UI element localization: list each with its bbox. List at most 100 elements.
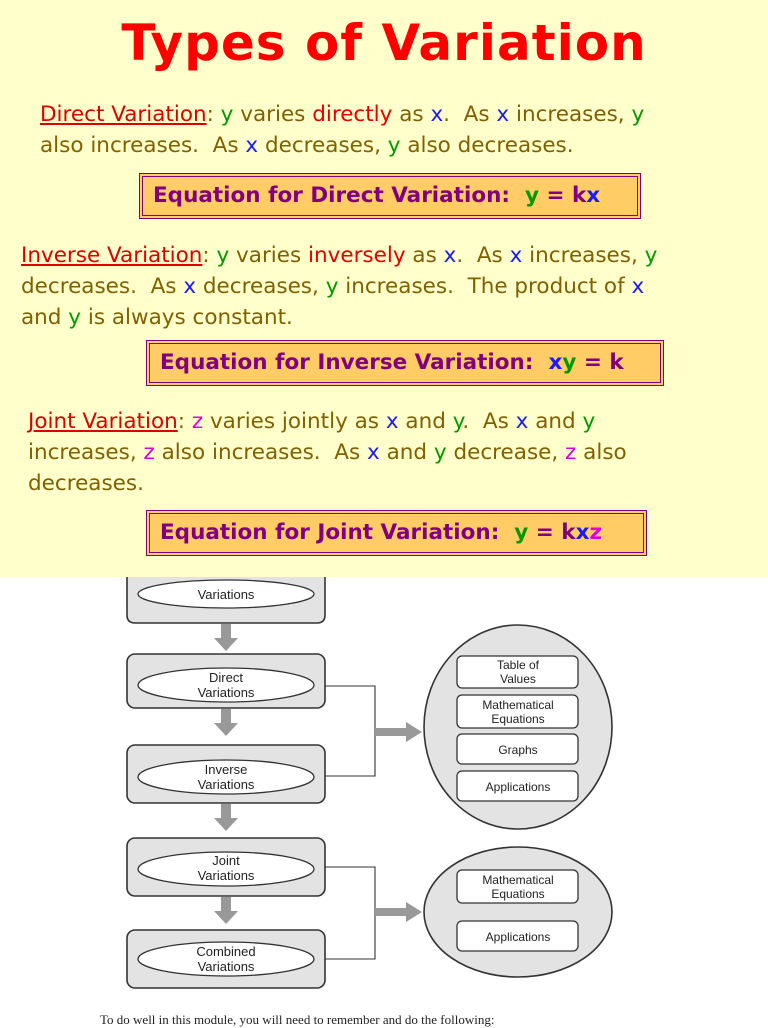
text-segment: x	[183, 274, 197, 299]
text-segment: y	[325, 274, 339, 299]
text-segment: x	[430, 102, 444, 127]
flow-step-label: Variations	[198, 685, 255, 700]
text-segment: y	[631, 102, 645, 127]
text-segment: also decreases.	[400, 133, 574, 158]
topic-label: Mathematical	[482, 873, 553, 887]
text-segment: y	[216, 243, 230, 268]
text-segment: Equation for Inverse Variation:	[160, 350, 549, 375]
flow-step-label: Joint	[212, 853, 240, 868]
connector-group-2	[325, 866, 422, 960]
flow-step-variations: Variations	[126, 577, 326, 624]
down-arrow-icon	[214, 624, 238, 651]
text-segment: Equation for Joint Variation:	[160, 520, 515, 545]
text-segment: decrease,	[446, 440, 566, 465]
inverse-line-1: Inverse Variation: y varies inversely as…	[21, 240, 657, 271]
topics-group-1: Table of Values Mathematical Equations G…	[423, 624, 613, 830]
text-segment: increases. The product of	[338, 274, 632, 299]
text-segment: also increases. As	[154, 440, 368, 465]
text-segment: decreases,	[258, 133, 388, 158]
variation-slide: Types of Variation Direct Variation: y v…	[0, 0, 768, 577]
text-segment: z	[143, 440, 155, 465]
connector-group-1	[325, 685, 422, 777]
down-arrow-icon	[214, 709, 238, 736]
flow-step-direct: Direct Variations	[126, 653, 326, 709]
flow-step-label: Variations	[198, 868, 255, 883]
text-segment: is always constant.	[81, 305, 293, 330]
joint-variation-definition: Joint Variation: z varies jointly as x a…	[28, 406, 627, 499]
variation-term: Direct Variation	[40, 102, 207, 127]
topic-label: Mathematical	[482, 698, 553, 712]
inverse-variation-equation: Equation for Inverse Variation: xy = k	[146, 340, 664, 386]
flow-step-label: Variations	[198, 587, 255, 602]
variation-flowchart: Variations Direct Variations Inverse Var…	[126, 577, 613, 989]
direct-variation-definition: Direct Variation: y varies directly as x…	[40, 99, 644, 161]
text-segment: y	[452, 409, 463, 434]
text-segment: decreases,	[196, 274, 326, 299]
text-segment: inversely	[308, 243, 406, 268]
text-segment: and	[21, 305, 69, 330]
flow-step-label: Variations	[198, 777, 255, 792]
text-segment: as	[405, 243, 444, 268]
topics-group-2: Mathematical Equations Applications	[423, 846, 613, 978]
text-segment: y	[582, 409, 596, 434]
text-segment: . As	[462, 409, 516, 434]
topic-box: Applications	[456, 770, 579, 802]
text-segment: y	[68, 305, 82, 330]
text-segment: increases,	[28, 440, 144, 465]
topic-label: Applications	[486, 930, 551, 944]
inverse-line-2: decreases. As x decreases, y increases. …	[21, 271, 657, 302]
topic-label: Equations	[491, 887, 544, 901]
direct-variation-equation: Equation for Direct Variation: y = kx	[139, 173, 641, 219]
text-segment: and	[398, 409, 453, 434]
text-segment: x	[496, 102, 510, 127]
flow-step-joint: Joint Variations	[126, 837, 326, 897]
text-segment: :	[177, 409, 192, 434]
joint-variation-equation: Equation for Joint Variation: y = kxz	[146, 510, 647, 556]
text-segment: z	[565, 440, 577, 465]
text-segment: x	[367, 440, 380, 465]
topic-label: Equations	[491, 712, 544, 726]
text-segment: x	[509, 243, 523, 268]
text-segment: x	[631, 274, 645, 299]
joint-line-2: increases, z also increases. As x and y …	[28, 437, 627, 468]
text-segment: :	[202, 243, 217, 268]
text-segment: z	[589, 520, 602, 545]
flow-step-label: Inverse	[205, 762, 248, 777]
text-segment: x	[443, 243, 457, 268]
text-segment: . As	[443, 102, 497, 127]
text-segment: varies	[229, 243, 309, 268]
variation-term: Joint Variation	[28, 409, 178, 434]
topic-label: Table of	[497, 658, 540, 672]
text-segment: y	[387, 133, 401, 158]
text-segment: also increases. As	[40, 133, 246, 158]
flow-step-label: Direct	[209, 670, 243, 685]
topic-box: Mathematical Equations	[456, 869, 579, 904]
joint-line-3: decreases.	[28, 468, 627, 499]
text-segment: and	[528, 409, 583, 434]
text-segment: also	[576, 440, 627, 465]
text-segment: z	[191, 409, 204, 434]
text-segment: y	[514, 520, 529, 545]
text-segment: . As	[456, 243, 510, 268]
variation-term: Inverse Variation	[21, 243, 203, 268]
text-segment: decreases. As	[21, 274, 184, 299]
text-segment: y	[220, 102, 234, 127]
module-instructions-text: To do well in this module, you will need…	[100, 1012, 495, 1027]
text-segment: increases,	[509, 102, 632, 127]
text-segment: increases,	[522, 243, 645, 268]
inverse-variation-definition: Inverse Variation: y varies inversely as…	[21, 240, 657, 333]
topic-box: Table of Values	[456, 655, 579, 689]
text-segment: decreases.	[28, 471, 144, 496]
text-segment: y	[524, 183, 539, 208]
text-segment: = k	[528, 520, 576, 545]
text-segment: x	[548, 350, 563, 375]
text-segment: x	[575, 520, 590, 545]
text-segment: varies jointly as	[203, 409, 386, 434]
joint-line-1: Joint Variation: z varies jointly as x a…	[28, 406, 627, 437]
text-segment: x	[515, 409, 529, 434]
text-segment: y	[562, 350, 577, 375]
topic-box: Mathematical Equations	[456, 694, 579, 729]
text-segment: and	[379, 440, 434, 465]
text-segment: :	[206, 102, 221, 127]
text-segment: x	[245, 133, 259, 158]
